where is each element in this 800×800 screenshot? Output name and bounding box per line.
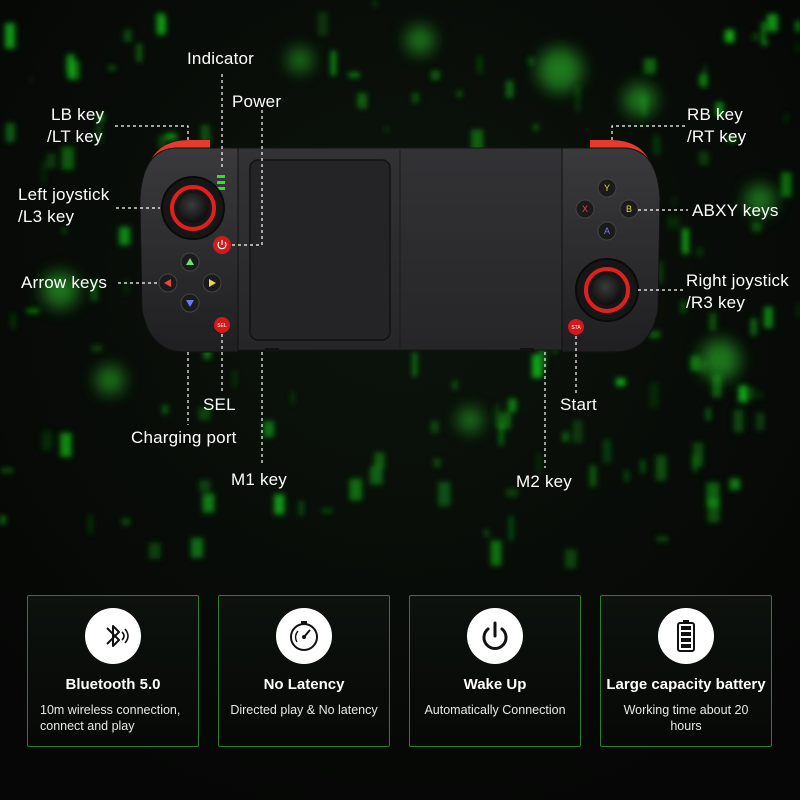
- battery-icon: [658, 608, 714, 664]
- label-rt-key: /RT key: [687, 127, 747, 146]
- latency-gauge-icon: [276, 608, 332, 664]
- bluetooth-icon: [85, 608, 141, 664]
- abxy-buttons: Y X B A: [575, 178, 639, 241]
- label-right-joystick: Right joystick: [686, 271, 789, 290]
- feature-desc: Directed play & No latency: [230, 703, 378, 717]
- svg-text:SEL: SEL: [217, 323, 227, 329]
- left-joystick: [161, 176, 225, 240]
- label-start: Start: [560, 395, 597, 414]
- label-m2-key: M2 key: [516, 472, 572, 491]
- phone-pad: [249, 159, 391, 341]
- label-rb-key: RB key: [687, 105, 743, 124]
- feature-title: Bluetooth 5.0: [65, 676, 161, 693]
- sel-button: [214, 317, 230, 333]
- controller-diagram: SEL STA Y X B A: [115, 74, 688, 468]
- feature-title: No Latency: [263, 676, 345, 693]
- svg-text:STA: STA: [571, 325, 581, 331]
- svg-text:X: X: [582, 204, 588, 214]
- label-lt-key: /LT key: [47, 127, 103, 146]
- feature-desc: 10m wireless connection, connect and pla…: [40, 703, 181, 733]
- label-lb-key: LB key: [51, 105, 105, 124]
- label-r3-key: /R3 key: [686, 293, 746, 312]
- label-l3-key: /L3 key: [18, 207, 75, 226]
- feature-desc: Working time about 20 hours: [623, 703, 749, 733]
- feature-card-battery: Large capacity battery Working time abou…: [600, 595, 772, 747]
- label-indicator: Indicator: [187, 49, 255, 68]
- label-arrow-keys: Arrow keys: [21, 273, 108, 292]
- label-abxy-keys: ABXY keys: [692, 201, 779, 220]
- feature-card-bluetooth: Bluetooth 5.0 10m wireless connection, c…: [27, 595, 199, 747]
- label-charging-port: Charging port: [131, 428, 237, 447]
- start-button: [568, 319, 584, 335]
- callout-lines: [115, 74, 688, 468]
- svg-text:B: B: [626, 204, 632, 214]
- dpad: [158, 252, 222, 313]
- feature-card-wake-up: Wake Up Automatically Connection: [409, 595, 581, 747]
- feature-title: Wake Up: [463, 676, 527, 693]
- power-icon: [467, 608, 523, 664]
- svg-text:Y: Y: [604, 183, 610, 193]
- label-m1-key: M1 key: [231, 470, 287, 489]
- svg-text:A: A: [604, 226, 610, 236]
- label-power: Power: [232, 92, 282, 111]
- feature-title: Large capacity battery: [606, 676, 766, 693]
- label-left-joystick: Left joystick: [18, 185, 110, 204]
- feature-desc: Automatically Connection: [424, 703, 566, 717]
- label-sel: SEL: [203, 395, 236, 414]
- feature-card-latency: No Latency Directed play & No latency: [218, 595, 390, 747]
- right-joystick: [575, 258, 639, 322]
- indicator-leds: [217, 175, 225, 190]
- power-button: [213, 236, 231, 254]
